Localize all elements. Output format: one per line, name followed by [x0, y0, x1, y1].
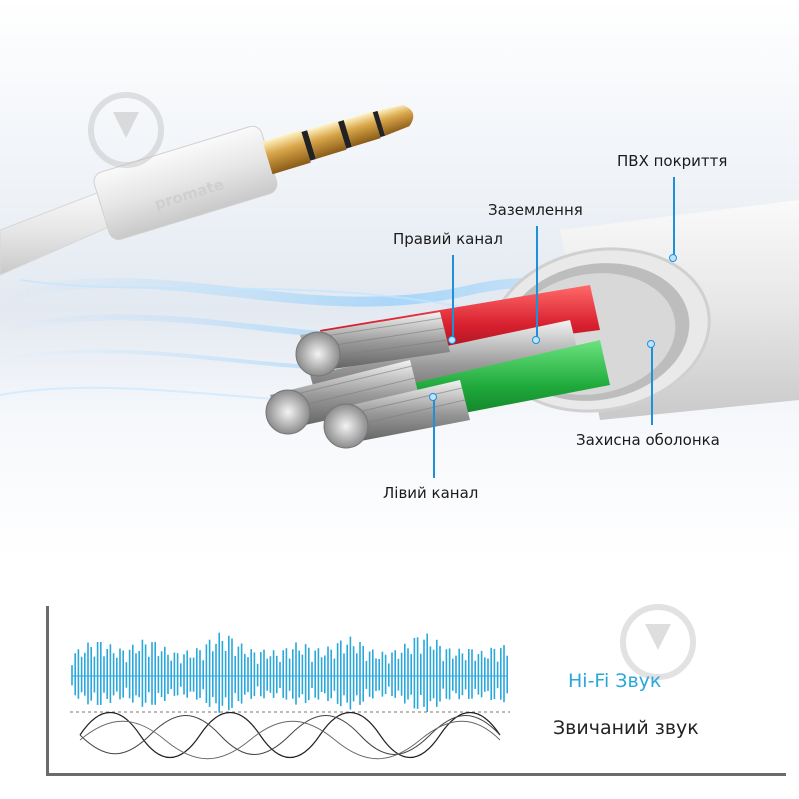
watermark-icon	[88, 92, 164, 168]
sound-wave-chart	[70, 632, 510, 760]
watermark-icon	[620, 604, 696, 680]
hifi-legend: Hi-Fi Звук	[568, 670, 662, 692]
pvc-leader	[673, 177, 675, 257]
ground-label: Заземлення	[488, 201, 583, 219]
left-dot	[429, 393, 437, 401]
left-label: Лівий канал	[383, 484, 479, 502]
shield-dot	[647, 340, 655, 348]
ground-leader	[536, 226, 538, 338]
right-leader	[452, 255, 454, 341]
shield-label: Захисна оболонка	[576, 431, 720, 449]
pvc-dot	[669, 254, 677, 262]
normal-legend: Звичаний звук	[553, 717, 699, 739]
right-label: Правий канал	[393, 230, 503, 248]
normal-wave-3	[79, 720, 501, 760]
shield-leader	[651, 345, 653, 425]
left-leader	[433, 398, 435, 478]
cable-cross-section	[265, 200, 799, 449]
right-dot	[448, 336, 456, 344]
normal-wave-2	[79, 715, 501, 755]
jack-plug: promate	[0, 105, 414, 276]
ground-dot	[532, 336, 540, 344]
hifi-wave	[71, 632, 509, 713]
chart-axis-horizontal	[46, 773, 786, 776]
pvc-label: ПВХ покриття	[617, 152, 728, 170]
chart-axis-vertical	[46, 606, 49, 776]
normal-wave-1	[79, 711, 501, 759]
